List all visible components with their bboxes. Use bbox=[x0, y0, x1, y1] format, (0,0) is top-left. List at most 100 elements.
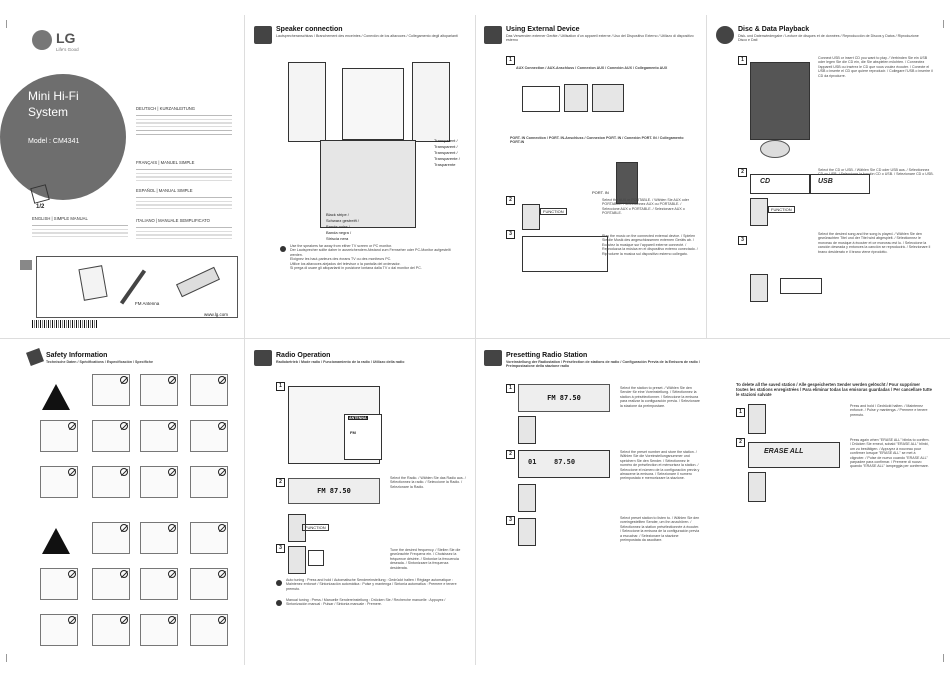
function-label: FUNCTION bbox=[540, 208, 567, 215]
external-subtitle: Das Verwenden externer Geräte / Utilisat… bbox=[506, 34, 694, 43]
tune-buttons bbox=[308, 550, 324, 566]
preset-remote-2 bbox=[518, 484, 536, 512]
safety-illustration bbox=[92, 374, 130, 406]
preset-sequence bbox=[540, 488, 606, 504]
barcode bbox=[32, 320, 98, 328]
radio-tune: Tune the desired frequency. / Stellen Si… bbox=[390, 548, 461, 570]
preset-remote-3 bbox=[518, 518, 536, 546]
speaker-note: Use the speakers far away from either TV… bbox=[290, 244, 451, 271]
safety-illustration bbox=[92, 568, 130, 600]
safety-illustration bbox=[40, 420, 78, 452]
auto-tuning: Auto tuning : Press and hold / Automatis… bbox=[286, 578, 457, 591]
radio-panel: Radio Operation Radiobetrieb / Mode radi… bbox=[252, 346, 472, 666]
preset-display-1: FM 87.50 bbox=[518, 384, 610, 412]
prohibited-icon bbox=[168, 468, 176, 476]
aux-connection: AUX Connection / AUX-Anschluss / Connexi… bbox=[516, 66, 668, 70]
hifi-front bbox=[750, 62, 810, 140]
antenna-label: ANTENNA bbox=[348, 416, 368, 420]
step-3: 3 bbox=[506, 230, 515, 239]
lang-en: ENGLISH | SIMPLE MANUAL bbox=[32, 216, 88, 221]
delete-step-2-text: Press again when "ERASE ALL" blinks to c… bbox=[850, 438, 930, 469]
step-1: 1 bbox=[506, 56, 515, 65]
safety-illustration bbox=[190, 568, 228, 600]
function-button bbox=[522, 204, 540, 230]
erase-all-label: ERASE ALL bbox=[764, 448, 804, 455]
prohibited-icon bbox=[168, 524, 176, 532]
safety-illustration bbox=[92, 420, 130, 452]
preset-subtitle: Voreinstellung der Radiostation / Présél… bbox=[506, 360, 700, 369]
radio-icon bbox=[254, 350, 272, 366]
prohibited-icon bbox=[120, 616, 128, 624]
delete-step-2: 2 bbox=[736, 438, 745, 447]
usb-display bbox=[810, 174, 870, 194]
cd-disc bbox=[760, 140, 790, 158]
tagline: Life's Good bbox=[56, 47, 79, 52]
note-icon bbox=[280, 246, 286, 252]
lang-fr: FRANÇAIS | MANUEL SIMPLE bbox=[136, 160, 195, 165]
product-name: Mini Hi-Fi System bbox=[28, 89, 79, 119]
preset-panel: Presetting Radio Station Voreinstellung … bbox=[482, 346, 942, 666]
speaker-title: Speaker connection bbox=[276, 26, 343, 33]
prohibited-icon bbox=[218, 468, 226, 476]
safety-illustration bbox=[190, 614, 228, 646]
disc-step-3: 3 bbox=[738, 236, 747, 245]
speaker-terminal bbox=[320, 140, 416, 228]
lang-de: DEUTSCH | KURZANLEITUNG bbox=[136, 106, 196, 111]
fm-terminal-label: FM bbox=[350, 430, 356, 435]
delete-remote-2 bbox=[748, 472, 766, 502]
prohibited-icon bbox=[120, 376, 128, 384]
lang-es: ESPAÑOL | MANUAL SIMPLE bbox=[136, 188, 193, 193]
safety-subtitle: Technische Daten / Spécifications / Espe… bbox=[46, 360, 153, 364]
radio-select: Select the Radio. / Wählen Sie das Radio… bbox=[390, 476, 466, 489]
prohibited-icon bbox=[218, 524, 226, 532]
preset-step-3: 3 bbox=[506, 516, 515, 525]
prohibited-icon bbox=[68, 468, 76, 476]
playback-image bbox=[522, 236, 608, 272]
cable-icon bbox=[484, 26, 502, 44]
cd-label: CD bbox=[760, 178, 771, 185]
safety-title: Safety Information bbox=[46, 352, 108, 359]
prohibited-icon bbox=[168, 616, 176, 624]
prohibited-icon bbox=[168, 570, 176, 578]
lang-es-text bbox=[136, 194, 232, 212]
prohibited-icon bbox=[120, 468, 128, 476]
delete-remote-1 bbox=[748, 404, 766, 434]
preset-display-2 bbox=[518, 450, 610, 478]
disc-function-label: FUNCTION bbox=[768, 206, 795, 213]
prohibited-icon bbox=[120, 524, 128, 532]
lang-en-text bbox=[32, 222, 128, 238]
disc-icon bbox=[716, 26, 734, 44]
delete-step-1-text: Press and hold / Gedrückt halten. / Main… bbox=[850, 404, 928, 417]
select-aux: Select the AUX or PORTABLE. / Wählen Sie… bbox=[602, 198, 689, 216]
remote-icon bbox=[176, 266, 220, 298]
radio-step-3: 3 bbox=[276, 544, 285, 553]
preset-step-2: 2 bbox=[506, 450, 515, 459]
step-2: 2 bbox=[506, 196, 515, 205]
fm-antenna-label: FM Antenna bbox=[135, 301, 160, 306]
speaker-subtitle: Lautsprecheranschluss / Branchement des … bbox=[276, 34, 458, 38]
lg-logo bbox=[32, 30, 52, 50]
antenna-icon bbox=[119, 269, 147, 305]
safety-illustration bbox=[140, 568, 178, 600]
safety-illustration bbox=[92, 614, 130, 646]
disc-step-2: 2 bbox=[738, 168, 747, 177]
preset-icon bbox=[484, 350, 502, 366]
preset-title: Presetting Radio Station bbox=[506, 352, 588, 359]
safety-illustration bbox=[190, 522, 228, 554]
safety-grid bbox=[10, 346, 242, 666]
preset-step-3-text: Select preset station to listen to. / Wä… bbox=[620, 516, 700, 543]
prohibited-icon bbox=[120, 570, 128, 578]
portable-devices bbox=[518, 174, 608, 190]
music-image bbox=[754, 242, 794, 266]
lg-logo-text: LG bbox=[56, 30, 76, 46]
antenna-terminal bbox=[344, 414, 382, 460]
product-circle bbox=[0, 74, 126, 200]
manual-note-icon bbox=[276, 600, 282, 606]
prohibited-icon bbox=[218, 376, 226, 384]
prohibited-icon bbox=[218, 422, 226, 430]
manual-icon bbox=[78, 265, 108, 301]
preset-step-2-text: Select the preset number and store the s… bbox=[620, 450, 700, 481]
safety-illustration bbox=[92, 466, 130, 498]
accessories-box: FM Antenna bbox=[36, 256, 238, 318]
erase-display bbox=[748, 442, 840, 468]
